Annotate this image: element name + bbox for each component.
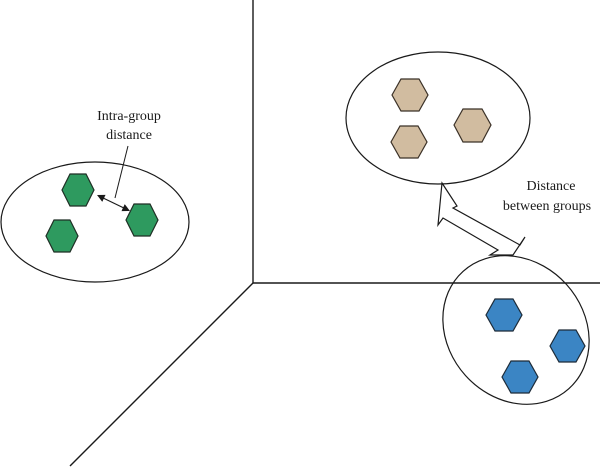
intra-group-arrow (97, 194, 130, 212)
between-groups-label-line1: Distance (527, 179, 576, 194)
intra-group-leader-line (114, 145, 129, 199)
between-groups-label-line2: between groups (503, 199, 591, 214)
blue-hexagon (485, 298, 523, 332)
intra-group-label-line2: distance (106, 128, 152, 143)
tan-hexagon (391, 78, 429, 112)
tan-hexagon (453, 108, 492, 143)
tan-hexagon (390, 125, 428, 159)
blue-hexagon (501, 360, 539, 394)
tan-group-ellipse (345, 51, 531, 185)
blue-hexagon (549, 329, 586, 363)
blue-group-ellipse (442, 255, 590, 405)
intra-group-label-line1: Intra-group (97, 109, 161, 124)
depth-axis (69, 282, 254, 467)
green-hexagon (125, 203, 159, 237)
green-hexagon (61, 173, 95, 207)
green-group-ellipse (0, 161, 190, 283)
between-groups-arrow (437, 181, 526, 256)
green-hexagon (45, 219, 79, 253)
